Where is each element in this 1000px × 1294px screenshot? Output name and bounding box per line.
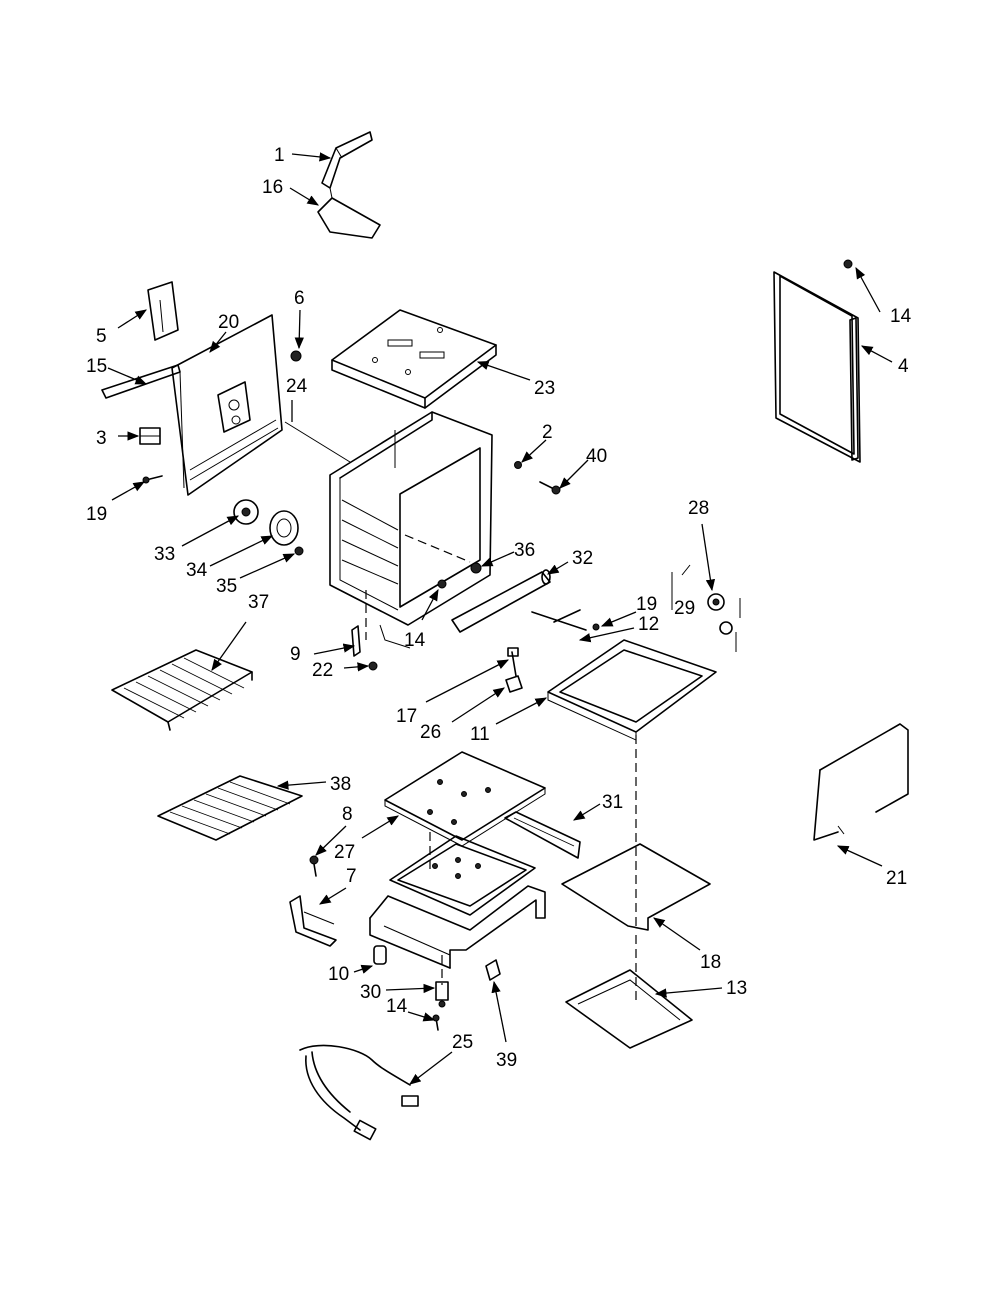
label-2: 2 [542, 422, 553, 443]
part-18-bottom-panel [561, 843, 711, 931]
label-32: 32 [572, 548, 593, 569]
part-32-vent-tube [451, 569, 551, 633]
part-20-back-panel [171, 314, 283, 496]
part-17-screw [507, 647, 519, 677]
label-15: 15 [86, 356, 107, 377]
part-12-rod [531, 609, 587, 631]
part-16-vent-duct [317, 187, 381, 239]
label-19a: 19 [86, 504, 107, 525]
part-23-top-panel [331, 309, 497, 409]
label-12: 12 [638, 614, 659, 635]
label-26: 26 [420, 722, 441, 743]
part-14-screw-door [843, 259, 853, 269]
part-8-screw [309, 855, 319, 877]
label-10: 10 [328, 964, 349, 985]
label-14b: 14 [404, 630, 426, 651]
label-18: 18 [700, 952, 721, 973]
label-1: 1 [274, 145, 285, 166]
label-14a: 14 [890, 306, 912, 327]
label-37: 37 [248, 592, 269, 613]
label-19b: 19 [636, 594, 657, 615]
part-27-bake-plate [384, 751, 546, 847]
label-24: 24 [286, 376, 308, 397]
label-33: 33 [154, 544, 175, 565]
part-1-vent-trim [321, 131, 373, 189]
label-39: 39 [496, 1050, 517, 1071]
label-11: 11 [470, 724, 490, 745]
part-34-fan-motor [269, 510, 299, 546]
part-28-light-housing [671, 564, 741, 652]
label-23: 23 [534, 378, 555, 399]
part-14-screw-cavity [437, 579, 447, 589]
label-28: 28 [688, 498, 709, 519]
label-7: 7 [346, 866, 357, 887]
part-4-oven-door [773, 271, 861, 463]
label-9: 9 [290, 644, 301, 665]
label-34: 34 [186, 560, 208, 581]
part-39-clip [485, 959, 501, 981]
assembly-line-cavity [404, 534, 471, 563]
label-16: 16 [262, 177, 283, 198]
leader-lines [107, 152, 893, 1085]
part-10-spring [373, 945, 387, 965]
label-3: 3 [96, 428, 107, 449]
label-31: 31 [602, 792, 623, 813]
label-4: 4 [898, 356, 909, 377]
part-40-screw [539, 481, 561, 495]
part-37-rack [111, 649, 253, 731]
part-7-bracket [289, 895, 337, 947]
part-26-bracket [505, 675, 523, 693]
part-31-igniter [504, 811, 581, 859]
part-36-screw [470, 562, 482, 574]
label-35: 35 [216, 576, 237, 597]
part-14-screw-bottom [432, 1014, 440, 1031]
part-30-valve [435, 981, 449, 1008]
part-21-door-gasket [813, 723, 909, 841]
label-29: 29 [674, 598, 695, 619]
label-25: 25 [452, 1032, 473, 1053]
label-13: 13 [726, 978, 747, 999]
part-13-drawer [565, 969, 693, 1049]
label-38: 38 [330, 774, 351, 795]
oven-cavity [329, 411, 493, 649]
part-5-bracket [147, 281, 179, 341]
part-35-nut [294, 546, 304, 556]
part-15-rail [101, 364, 181, 399]
label-20: 20 [218, 312, 239, 333]
part-2-screw [514, 461, 522, 469]
part-22-screw [368, 661, 378, 671]
part-29-light-bulb [719, 621, 733, 635]
label-21: 21 [886, 868, 907, 889]
label-27: 27 [334, 842, 355, 863]
label-36: 36 [514, 540, 535, 561]
label-5: 5 [96, 326, 107, 347]
label-30: 30 [360, 982, 381, 1003]
part-33-fan-blade [233, 499, 259, 525]
label-14c: 14 [386, 996, 408, 1017]
label-6: 6 [294, 288, 305, 309]
label-8: 8 [342, 804, 353, 825]
part-3-small-bracket [139, 427, 161, 445]
label-40: 40 [586, 446, 607, 467]
label-17: 17 [396, 706, 417, 727]
part-burner-base [369, 835, 546, 969]
part-11-door-frame [547, 639, 717, 741]
callout-labels: 1 16 5 20 6 15 24 3 19 23 2 40 14 4 33 3… [86, 145, 912, 1071]
part-25-wire-harness [299, 1044, 419, 1141]
part-9-clip [351, 625, 361, 657]
label-22: 22 [312, 660, 333, 681]
part-19-screw-right [592, 623, 600, 631]
part-19-screw-left [142, 475, 163, 484]
part-38-oven-rack [157, 775, 303, 841]
part-6-screw [290, 350, 302, 362]
